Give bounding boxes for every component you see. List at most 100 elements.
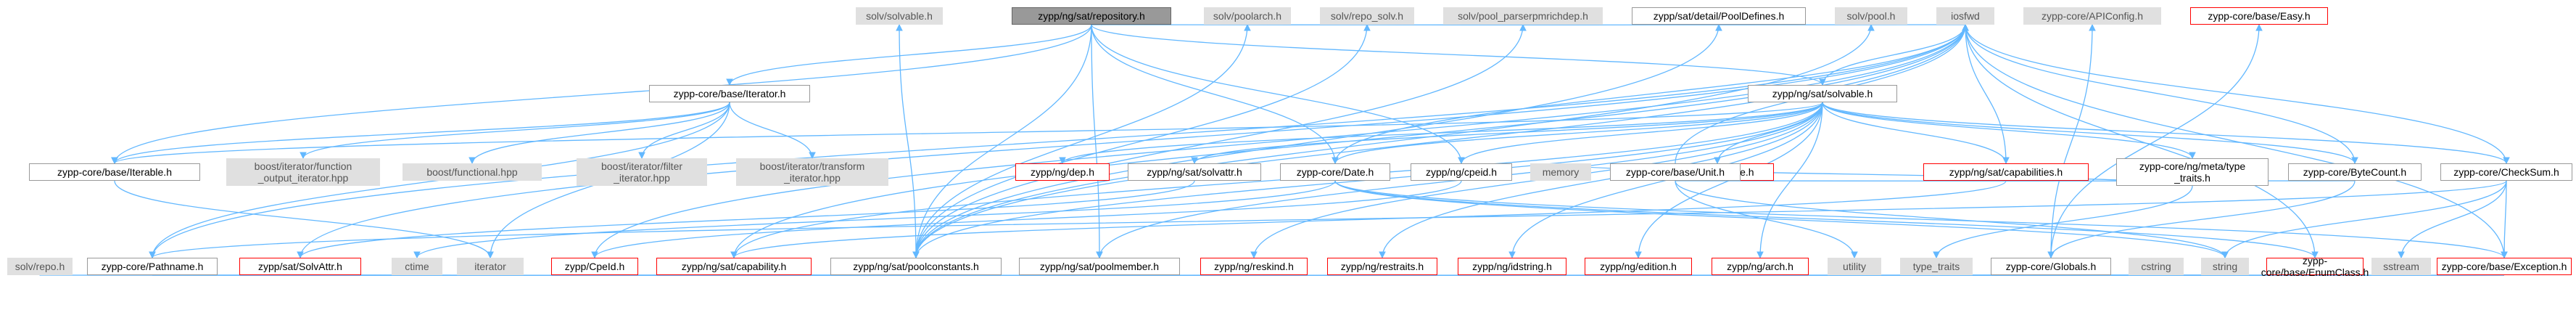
node-memory[interactable]: memory <box>1530 163 1591 181</box>
arrowhead-solv-to-poolmember <box>1096 251 1103 259</box>
arrowhead-date-to-ctime <box>413 251 421 259</box>
edge-globals-to-easy <box>2050 24 2260 258</box>
node-string[interactable]: string <box>2201 258 2249 275</box>
node-apiconfig[interactable]: zypp-core/APIConfig.h <box>2023 7 2161 25</box>
edge-pathname-to-iosfwd <box>152 24 1966 258</box>
arrowhead-globals-to-easy <box>2255 23 2263 31</box>
edge-root-to-iter <box>729 24 1092 86</box>
node-globals[interactable]: zypp-core/Globals.h <box>1991 258 2111 275</box>
node-satsolvattr[interactable]: zypp/sat/SolvAttr.h <box>239 258 361 275</box>
arrowhead-solv-to-cpeid <box>1458 157 1465 165</box>
edge-satsolvattr-to-iosfwd <box>300 24 1966 258</box>
edge-iter-to-bfilt <box>641 102 730 159</box>
edge-iterable-to-iterator <box>114 180 491 258</box>
edge-date-to-string <box>1334 180 2226 258</box>
node-poolmember[interactable]: zypp/ng/sat/poolmember.h <box>1019 258 1180 275</box>
node-sstream[interactable]: sstream <box>2371 258 2431 275</box>
node-solv[interactable]: zypp/ng/sat/solvable.h <box>1748 85 1897 102</box>
node-idstring[interactable]: zypp/ng/idstring.h <box>1458 258 1566 275</box>
arrowhead-iter-to-btrans <box>809 152 816 160</box>
edge-iter-to-bfunc <box>471 102 730 164</box>
node-restraits[interactable]: zypp/ng/restraits.h <box>1327 258 1437 275</box>
edge-cpeidh-to-iosfwd <box>594 24 1966 258</box>
node-capability[interactable]: zypp/ng/sat/capability.h <box>656 258 812 275</box>
edge-solv-to-cpeid <box>1461 102 1823 164</box>
arrowhead-iter-to-bif <box>300 152 307 160</box>
node-poolconst[interactable]: zypp/ng/sat/poolconstants.h <box>830 258 1002 275</box>
edge-solv-to-caps <box>1822 102 2007 164</box>
arrowhead-globals-to-apiconfig <box>2089 23 2096 31</box>
edge-solv-to-bytecount <box>1822 102 2356 164</box>
edge-enumclass-to-iosfwd <box>1965 24 2316 258</box>
node-iosfwd[interactable]: iosfwd <box>1936 7 1994 25</box>
edge-poolconst-to-solvpool <box>915 24 1872 258</box>
edge-poolconst-to-poolparser <box>915 24 1524 258</box>
edge-date-to-enumclass <box>1334 180 2316 258</box>
node-arch[interactable]: zypp/ng/arch.h <box>1712 258 1809 275</box>
node-poolparser[interactable]: solv/pool_parserpmrichdep.h <box>1443 7 1603 25</box>
node-caps[interactable]: zypp/ng/sat/capabilities.h <box>1923 163 2089 181</box>
edge-poolconst-to-poolarch <box>915 24 1248 258</box>
node-ctime[interactable]: ctime <box>392 258 442 275</box>
edge-iter-to-bif <box>302 102 730 159</box>
node-pooldefines[interactable]: zypp/sat/detail/PoolDefines.h <box>1632 7 1806 25</box>
node-iter[interactable]: zypp-core/base/Iterator.h <box>649 85 810 102</box>
node-bfilt[interactable]: boost/iterator/filter _iterator.hpp <box>577 158 707 186</box>
arrowhead-poolconst-to-solvsolvable <box>896 23 903 31</box>
node-solvsolvable[interactable]: solv/solvable.h <box>856 7 943 25</box>
edge-exception-to-iosfwd <box>1965 24 2505 258</box>
arrowhead-iterable-to-iterator <box>487 251 494 259</box>
node-metatype[interactable]: zypp-core/ng/meta/type _traits.h <box>2116 158 2269 186</box>
edge-solv-to-solvattr <box>1194 102 1823 164</box>
edge-date-to-exception <box>1334 180 2505 258</box>
node-iterator[interactable]: iterator <box>457 258 524 275</box>
node-easy[interactable]: zypp-core/base/Easy.h <box>2190 7 2328 25</box>
edge-root-to-poolconst <box>915 24 1092 258</box>
node-iterable[interactable]: zypp-core/base/Iterable.h <box>29 163 200 181</box>
edge-root-to-iterable <box>114 24 1092 164</box>
edge-poolconst-to-iosfwd <box>915 24 1966 258</box>
node-cpeid[interactable]: zypp/ng/cpeid.h <box>1411 163 1512 181</box>
node-solvrepo[interactable]: solv/repo.h <box>7 258 73 275</box>
node-typetraits[interactable]: type_traits <box>1900 258 1973 275</box>
node-reposolv[interactable]: solv/repo_solv.h <box>1320 7 1414 25</box>
node-solvattr[interactable]: zypp/ng/sat/solvattr.h <box>1128 163 1261 181</box>
node-btrans[interactable]: boost/iterator/transform _iterator.hpp <box>736 158 888 186</box>
node-bif[interactable]: boost/iterator/function _output_iterator… <box>226 158 380 186</box>
edge-iter-to-btrans <box>729 102 813 159</box>
node-date[interactable]: zypp-core/Date.h <box>1280 163 1390 181</box>
node-root[interactable]: zypp/ng/sat/repository.h <box>1012 7 1171 25</box>
arrowhead-poolconst-to-reposolv <box>1363 23 1371 31</box>
edge-solv-to-restraits <box>1382 102 1823 258</box>
arrowhead-metatype-to-typetraits <box>1933 251 1940 259</box>
node-reskind[interactable]: zypp/ng/reskind.h <box>1200 258 1308 275</box>
edge-poolconst-to-pooldefines <box>915 24 1720 258</box>
node-checksum[interactable]: zypp-core/CheckSum.h <box>2440 163 2572 181</box>
edge-solv-to-metatype <box>1822 102 2193 159</box>
node-edition[interactable]: zypp/ng/edition.h <box>1585 258 1692 275</box>
edge-globals-to-apiconfig <box>2050 24 2093 258</box>
edge-solv-to-checksum <box>1822 102 2507 164</box>
edge-metatype-to-typetraits <box>1936 185 2193 258</box>
arrowhead-date-to-string <box>2221 251 2229 259</box>
node-bytecount[interactable]: zypp-core/ByteCount.h <box>2288 163 2422 181</box>
edge-capability-to-iosfwd <box>733 24 1966 258</box>
edge-bytecount-to-globals <box>2050 180 2356 258</box>
node-pathname[interactable]: zypp-core/Pathname.h <box>87 258 218 275</box>
edge-unit-to-utility <box>1675 180 1855 258</box>
edge-solv-to-dep <box>1062 102 1823 164</box>
arrowhead-iter-to-bfunc <box>468 157 476 165</box>
node-exception[interactable]: zypp-core/base/Exception.h <box>2437 258 2572 275</box>
node-cstring[interactable]: cstring <box>2129 258 2184 275</box>
node-cpeidh[interactable]: zypp/CpeId.h <box>551 258 638 275</box>
node-solvpool[interactable]: solv/pool.h <box>1835 7 1907 25</box>
node-enumclass[interactable]: zypp-core/base/EnumClass.h <box>2261 255 2369 278</box>
node-bfunc[interactable]: boost/functional.hpp <box>402 163 542 181</box>
node-dep[interactable]: zypp/ng/dep.h <box>1015 163 1110 181</box>
node-poolarch[interactable]: solv/poolarch.h <box>1204 7 1291 25</box>
node-utility[interactable]: utility <box>1828 258 1881 275</box>
arrowhead-poolconst-to-pooldefines <box>1715 23 1722 31</box>
edge-solv-to-capability <box>733 102 1823 258</box>
node-unit[interactable]: zypp-core/base/Unit.h <box>1610 163 1741 181</box>
